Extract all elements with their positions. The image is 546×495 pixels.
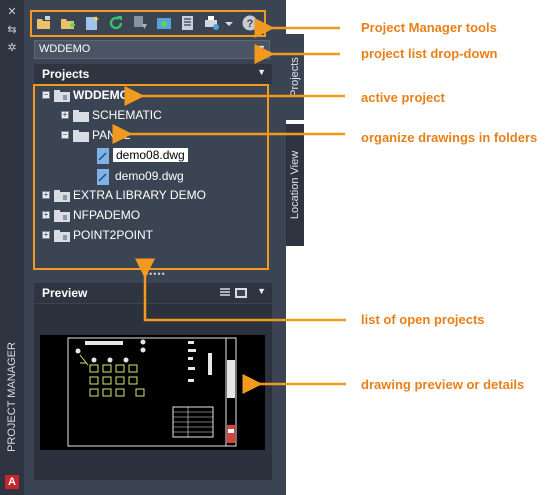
new-project-icon[interactable] (60, 15, 76, 31)
expand-icon[interactable]: + (42, 230, 50, 239)
drawing-file-icon (97, 169, 109, 185)
callout-organize-folders: organize drawings in folders (361, 130, 538, 145)
callout-open-projects: list of open projects (361, 312, 485, 327)
chevron-down-icon[interactable]: ▼ (257, 286, 266, 296)
expand-icon[interactable]: + (61, 110, 69, 119)
project-task-list-icon[interactable] (156, 15, 172, 31)
preview-panel-title: Preview (42, 286, 88, 300)
collapse-icon[interactable]: − (42, 90, 50, 99)
project-list-value: WDDEMO (39, 43, 91, 55)
folder-icon (73, 130, 89, 142)
open-project-icon[interactable] (36, 15, 52, 31)
preview-view-icon[interactable] (235, 288, 247, 298)
settings-icon[interactable]: ✲ (7, 42, 17, 54)
project-properties-icon[interactable] (180, 15, 196, 31)
details-view-icon[interactable] (220, 288, 230, 298)
plot-dropdown-icon[interactable] (224, 15, 234, 31)
help-icon[interactable]: ? (242, 15, 258, 31)
callout-drawing-preview: drawing preview or details (361, 377, 525, 392)
collapse-icon[interactable]: − (61, 130, 69, 139)
expand-icon[interactable]: + (42, 210, 50, 219)
chevron-down-icon[interactable]: ▼ (257, 67, 266, 77)
folder-icon (73, 110, 89, 122)
projects-panel-header[interactable]: Projects ▼ (34, 64, 272, 84)
project-manager-toolbar: ? (30, 11, 264, 35)
palette-title-strip: ✕ ⇆ ✲ PROJECT MANAGER A (0, 0, 24, 495)
plot-project-icon[interactable] (204, 15, 220, 31)
project-icon (54, 90, 70, 102)
callout-project-list-dropdown: project list drop-down (361, 46, 498, 61)
callout-project-manager-tools: Project Manager tools (361, 20, 497, 35)
refresh-icon[interactable] (108, 15, 124, 31)
preview-panel-header[interactable]: Preview ▼ (34, 283, 272, 303)
tab-location-view[interactable]: Location View (286, 124, 304, 246)
close-icon[interactable]: ✕ (7, 6, 17, 18)
project-icon (54, 190, 70, 202)
expand-icon[interactable]: + (42, 190, 50, 199)
tab-projects[interactable]: Projects (286, 34, 304, 120)
publish-icon[interactable] (132, 15, 148, 31)
project-icon (54, 210, 70, 222)
drawing-thumbnail-graphic (67, 337, 237, 447)
project-tree: − WDDEMO + SCHEMATIC − PANEL demo08.dwg … (34, 84, 272, 269)
svg-text:?: ? (247, 18, 254, 30)
drawing-preview-thumbnail (40, 335, 265, 450)
callout-active-project: active project (361, 90, 445, 105)
autocad-logo: A (5, 475, 19, 489)
new-drawing-icon[interactable] (84, 15, 100, 31)
project-icon (54, 230, 70, 242)
drawing-file-icon (97, 148, 109, 164)
projects-panel-title: Projects (42, 67, 90, 81)
pin-icon[interactable]: ⇆ (7, 24, 17, 36)
